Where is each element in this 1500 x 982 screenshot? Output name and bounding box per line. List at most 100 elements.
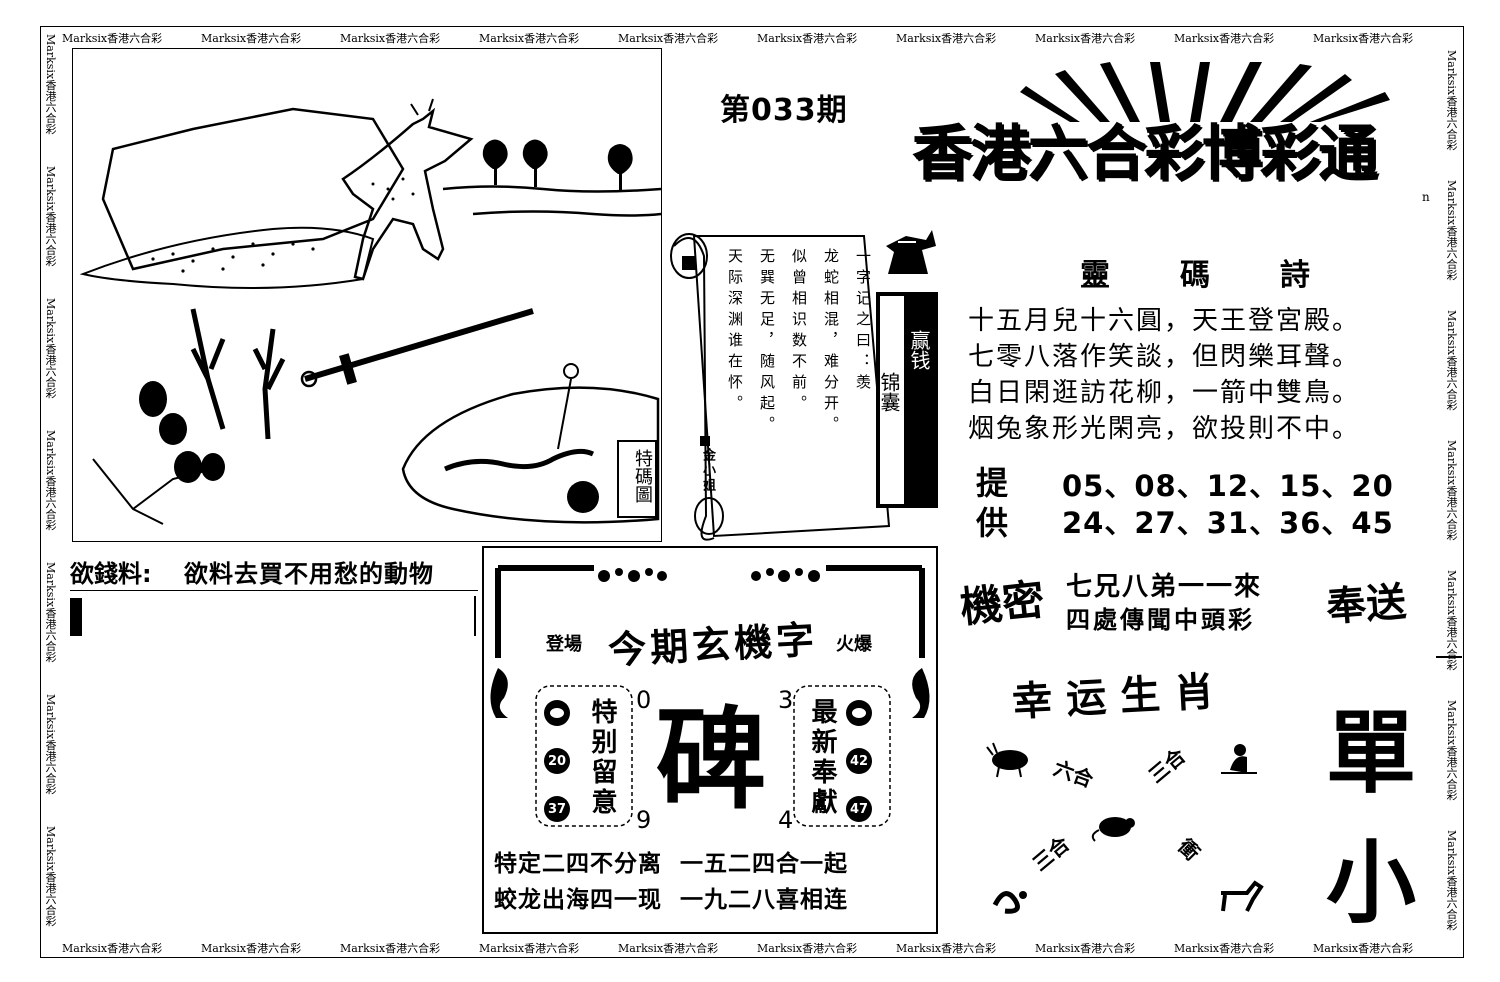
watermark-text: Marksix香港六合彩 [1445, 830, 1458, 931]
watermark-text: Marksix香港六合彩 [1445, 440, 1458, 541]
scroll-column: 无巽无足，随风起。 [758, 248, 776, 437]
watermark-text: Marksix香港六合彩 [44, 430, 57, 531]
watermark-text: Marksix香港六合彩 [618, 32, 719, 45]
watermark-text: Marksix香港六合彩 [201, 32, 302, 45]
xuanji-digit-top-right: 3 [778, 686, 794, 714]
poem-lines: 十五月兒十六圓，天王登宮殿。 七零八落作笑談，但閃樂耳聲。 白日閑逛訪花柳，一箭… [968, 300, 1360, 444]
watermark-text: Marksix香港六合彩 [1313, 942, 1414, 955]
xuanji-footer-1: 特定二四不分离 一五二四合一起 [494, 850, 849, 877]
scroll-author: 金小姐 [700, 448, 715, 493]
watermark-text: Marksix香港六合彩 [1313, 32, 1414, 45]
secret-send-label: 奉送 [1324, 578, 1408, 631]
provide-label-2: 供 [976, 504, 1009, 542]
watermark-text: Marksix香港六合彩 [44, 562, 57, 663]
page-title: 香港六合彩博彩通 [912, 119, 1378, 189]
horse-icon [1221, 880, 1264, 912]
watermark-text: Marksix香港六合彩 [44, 826, 57, 927]
stray-mark: n [1422, 190, 1430, 204]
poem-line: 白日閑逛訪花柳，一箭中雙鳥。 [968, 378, 1361, 408]
number-ball: 20 [544, 748, 570, 774]
xuanji-big-char: 碑 [656, 695, 766, 824]
watermark-text: Marksix香港六合彩 [1035, 32, 1136, 45]
size-char: 小 [1326, 830, 1416, 936]
watermark-text: Marksix香港六合彩 [479, 32, 580, 45]
xuanji-left-vertical: 特别留意 [587, 698, 617, 818]
watermark-text: Marksix香港六合彩 [757, 942, 858, 955]
scroll-column: 天际深渊谁在怀。 [726, 248, 744, 416]
lucky-bag-icon [886, 230, 936, 274]
watermark-text: Marksix香港六合彩 [44, 694, 57, 795]
riddle-label: 欲錢料: [70, 560, 152, 588]
watermark-text: Marksix香港六合彩 [340, 32, 441, 45]
number-ball [846, 700, 872, 726]
poem-title: 靈 碼 詩 [1080, 250, 1310, 294]
watermark-text: Marksix香港六合彩 [44, 298, 57, 399]
secret-line-1: 七兄八弟一一來 [1066, 572, 1263, 602]
watermark-top-row: Marksix香港六合彩 Marksix香港六合彩 Marksix香港六合彩 M… [58, 30, 1448, 45]
watermark-text: Marksix香港六合彩 [1174, 32, 1275, 45]
monkey-icon [1221, 744, 1257, 774]
lucky-panel-divider [1436, 656, 1462, 658]
poem-title-char: 靈 [1080, 258, 1110, 293]
snake-icon [992, 891, 1027, 914]
riddle-right-bar [474, 596, 476, 636]
illustration-drawing [79, 98, 662, 525]
zodiac-diagram [986, 742, 1264, 914]
watermark-text: Marksix香港六合彩 [201, 942, 302, 955]
watermark-text: Marksix香港六合彩 [757, 32, 858, 45]
watermark-text: Marksix香港六合彩 [1445, 310, 1458, 411]
xuanji-footer-2: 蛟龙出海四一现 一九二八喜相连 [494, 886, 849, 913]
scroll-column: 一字记之曰：羡 [854, 248, 872, 395]
watermark-left-column: Marksix香港六合彩 Marksix香港六合彩 Marksix香港六合彩 M… [42, 30, 58, 940]
riddle-underline [70, 590, 478, 591]
watermark-bottom-row: Marksix香港六合彩 Marksix香港六合彩 Marksix香港六合彩 M… [58, 940, 1448, 955]
xuanji-title: 今期玄機字 [607, 616, 820, 673]
xuanji-right-vertical: 最新奉獻 [807, 698, 837, 818]
watermark-right-column: Marksix香港六合彩 Marksix香港六合彩 Marksix香港六合彩 M… [1443, 30, 1459, 940]
odd-even-char: 單 [1326, 700, 1416, 806]
xuanji-digit-bottom-right: 4 [778, 806, 794, 834]
poem-line: 十五月兒十六圓，天王登宮殿。 [968, 306, 1361, 336]
rat-icon [1091, 817, 1135, 842]
watermark-text: Marksix香港六合彩 [618, 942, 719, 955]
lucky-bag-inner [880, 296, 904, 504]
secret-line-2: 四處傳聞中頭彩 [1066, 605, 1255, 634]
poem-title-char: 詩 [1280, 258, 1310, 293]
outer-frame [40, 26, 1464, 958]
xuanji-left-balls: 20 37 [544, 700, 570, 822]
watermark-text: Marksix香港六合彩 [479, 942, 580, 955]
xuanji-digit-bottom-left: 9 [636, 806, 652, 834]
poem-line: 七零八落作笑談，但閃樂耳聲。 [968, 342, 1361, 372]
watermark-text: Marksix香港六合彩 [1035, 942, 1136, 955]
xuanji-right-tag: 火爆 [836, 634, 872, 655]
scroll-column: 龙蛇相混，难分开。 [822, 248, 840, 437]
scroll-panel: 一字记之曰：羡 龙蛇相混，难分开。 似曾相识数不前。 无巽无足，随风起。 天际深… [664, 226, 904, 544]
picture-tag: 特碼圖 [632, 449, 653, 503]
poem-title-char: 碼 [1180, 258, 1210, 293]
watermark-text: Marksix香港六合彩 [1174, 942, 1275, 955]
title-rays-decoration [1020, 62, 1390, 122]
xuanji-left-tag: 登場 [546, 634, 582, 655]
watermark-text: Marksix香港六合彩 [340, 942, 441, 955]
watermark-text: Marksix香港六合彩 [1445, 180, 1458, 281]
watermark-text: Marksix香港六合彩 [1445, 570, 1458, 671]
numbers-row-1: 05、08、12、15、20 [1062, 469, 1394, 503]
ox-icon [986, 742, 1028, 778]
watermark-text: Marksix香港六合彩 [62, 32, 163, 45]
secret-label: 機密 [957, 574, 1047, 633]
provide-label-1: 提 [976, 464, 1009, 502]
lucky-bag-label-b: 赢钱 [907, 330, 931, 370]
lucky-bag-label-a: 锦囊 [877, 372, 901, 412]
watermark-text: Marksix香港六合彩 [896, 942, 997, 955]
numbers-row-2: 24、27、31、36、45 [1062, 506, 1394, 540]
number-ball [544, 700, 570, 726]
poem-line: 烟兔象形光閑亮，欲投則不中。 [968, 414, 1361, 444]
issue-number: 第033期 [720, 93, 848, 128]
scroll-column: 似曾相识数不前。 [790, 248, 808, 416]
number-ball: 37 [544, 796, 570, 822]
riddle-marker [70, 598, 82, 636]
watermark-text: Marksix香港六合彩 [44, 166, 57, 267]
scroll-author-mark [700, 436, 710, 446]
scroll-drawing [670, 233, 891, 541]
xuanji-digit-top-left: 0 [636, 686, 652, 714]
